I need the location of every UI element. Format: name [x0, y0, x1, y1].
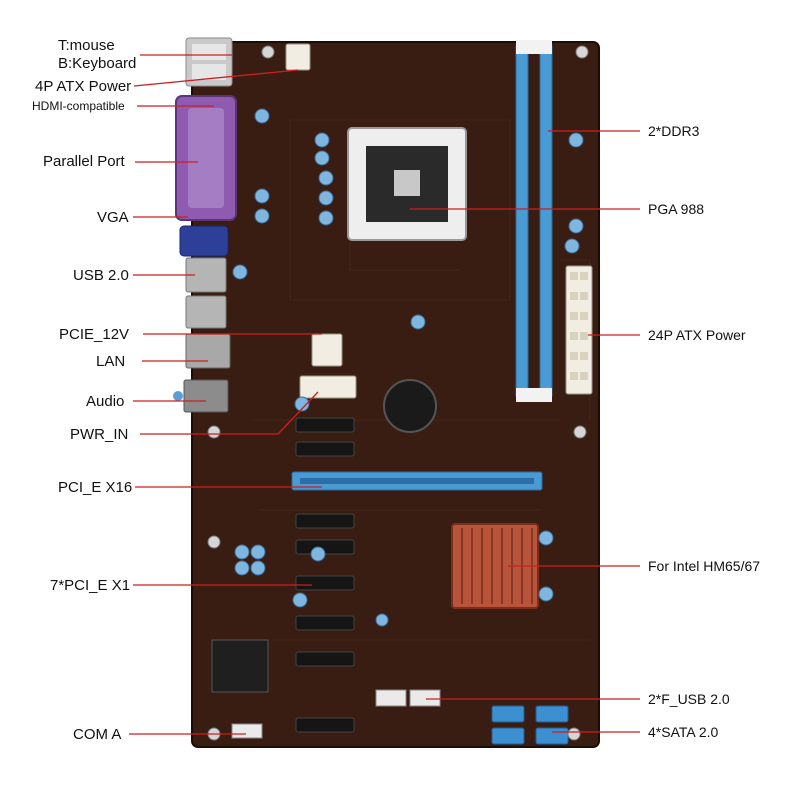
audio-jack	[183, 379, 229, 413]
rear-io	[173, 37, 237, 413]
label-lan: LAN	[96, 353, 126, 370]
label-vga: VGA	[97, 209, 129, 226]
label-audio: Audio	[86, 393, 125, 410]
pcie-x1-slots	[295, 417, 355, 733]
label-parallel: Parallel Port	[43, 153, 125, 170]
atx4-connector	[285, 43, 311, 71]
leader-lines	[129, 54, 640, 735]
label-front-usb: 2*F_USB 2.0	[648, 691, 730, 707]
label-ddr3: 2*DDR3	[648, 123, 700, 139]
lan-port	[185, 333, 231, 369]
pwr-in-connector	[299, 375, 357, 399]
cmos-battery	[383, 379, 437, 433]
atx24-connector	[565, 265, 593, 395]
capacitors	[232, 108, 584, 627]
label-atx24p: 24P ATX Power	[648, 327, 746, 343]
label-usb20: USB 2.0	[73, 267, 129, 284]
super-io-chip	[211, 639, 269, 693]
label-mouse: T:mouse	[58, 37, 115, 54]
label-pwr-in: PWR_IN	[70, 426, 129, 443]
com-header	[231, 723, 263, 739]
label-keyboard: B:Keyboard	[58, 55, 137, 72]
label-hdmi: HDMI-compatible	[32, 99, 125, 113]
front-usb-header	[409, 689, 441, 707]
ddr3-slots	[515, 40, 553, 402]
label-sata: 4*SATA 2.0	[648, 724, 719, 740]
label-chipset: For Intel HM65/67	[648, 558, 761, 574]
label-com-a: COM A	[73, 726, 122, 743]
mounting-holes	[207, 45, 589, 741]
label-atx4p: 4P ATX Power	[35, 78, 132, 95]
vga-port	[179, 225, 229, 257]
pcie12v-connector	[311, 333, 343, 367]
cpu-socket	[347, 127, 467, 241]
label-pga988: PGA 988	[648, 201, 705, 217]
label-pcie-x1: 7*PCI_E X1	[50, 577, 131, 594]
label-pcie-x16: PCI_E X16	[58, 479, 133, 496]
label-pcie12v: PCIE_12V	[59, 326, 130, 343]
